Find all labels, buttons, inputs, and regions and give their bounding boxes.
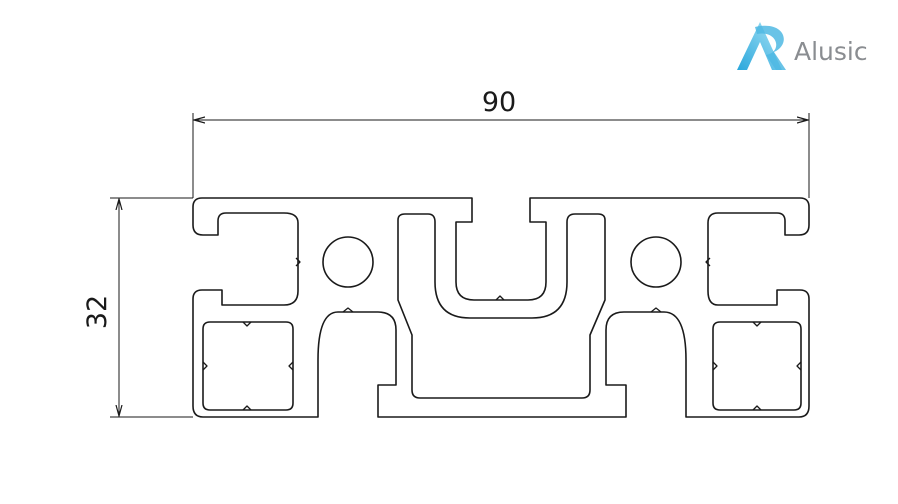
alusic-logo-icon	[737, 22, 786, 70]
right-square-chamber	[712, 321, 802, 411]
brand-logo: Alusic	[737, 22, 868, 70]
groove-notches	[202, 257, 802, 411]
left-core-hole	[322, 236, 374, 288]
height-label: 32	[82, 295, 113, 329]
left-square-chamber	[202, 321, 294, 411]
width-dimension	[192, 113, 810, 198]
center-chamber	[397, 213, 606, 399]
height-dimension	[110, 197, 193, 418]
width-label: 90	[482, 87, 516, 118]
aluminium-profile	[192, 197, 810, 418]
brand-name: Alusic	[794, 37, 868, 66]
right-core-hole	[630, 236, 682, 288]
profile-outline	[192, 197, 810, 418]
